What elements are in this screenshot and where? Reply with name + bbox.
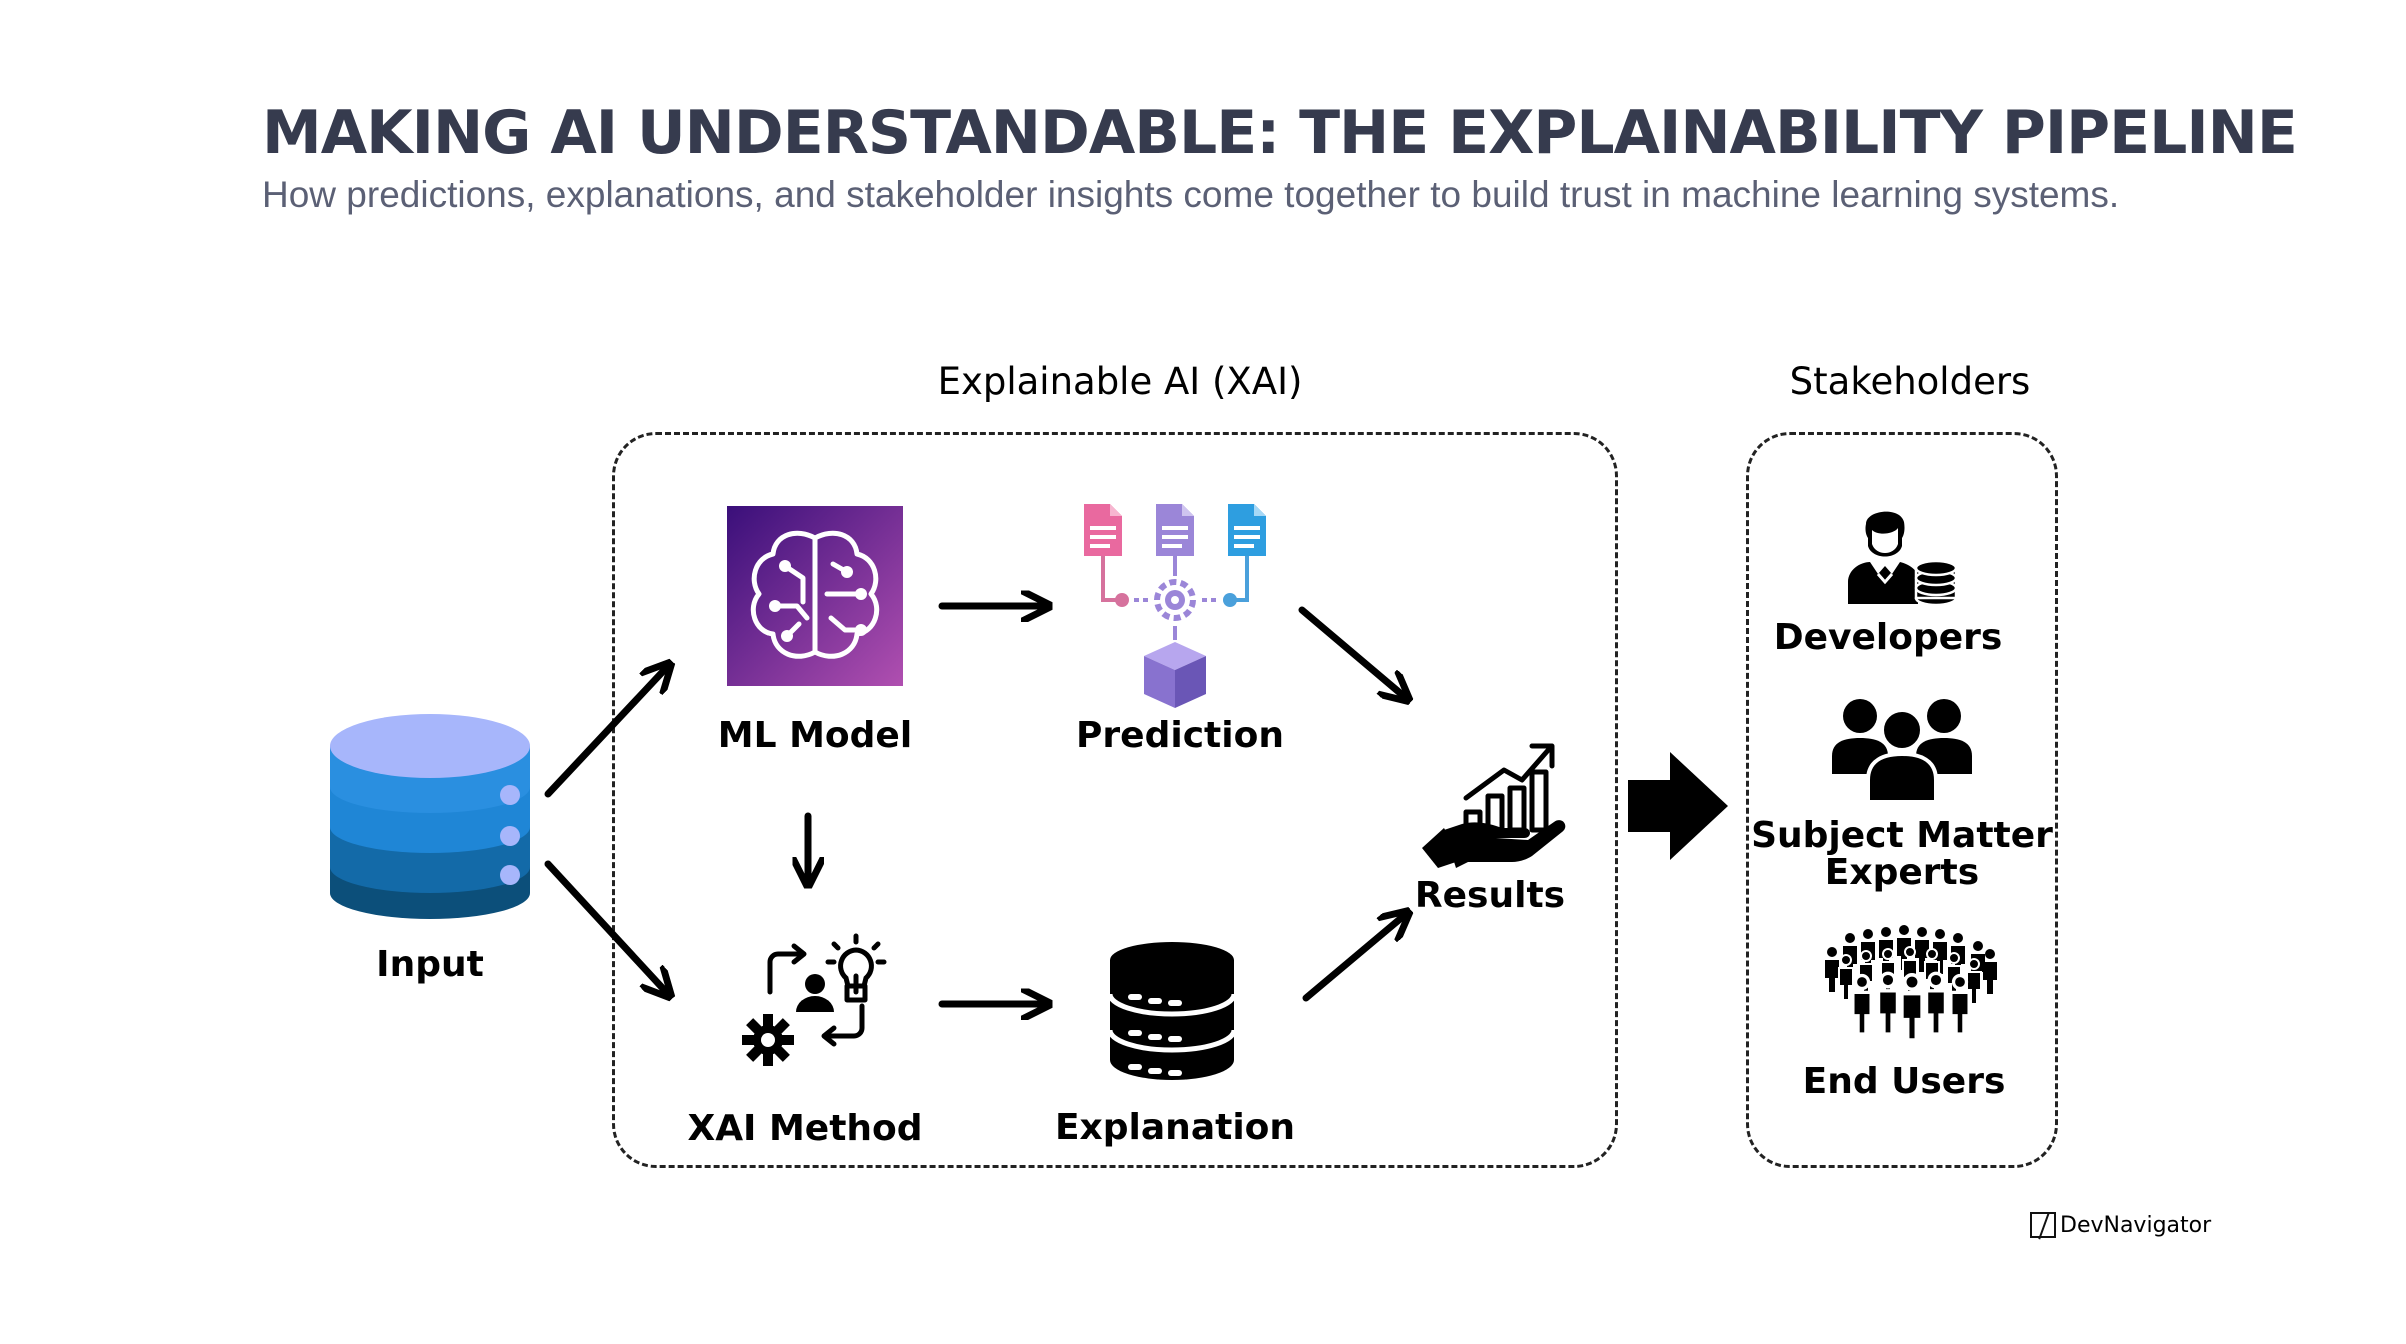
prediction-label: Prediction	[1076, 715, 1284, 756]
group-icon	[1832, 699, 1972, 804]
stakeholders-group-title: Stakeholders	[1789, 360, 2031, 403]
workflow-lightbulb-icon	[742, 933, 887, 1066]
big-arrow-to-stakeholders	[1628, 752, 1728, 860]
stakeholders-container	[1746, 432, 2058, 1168]
sme-label-line2: Experts	[1824, 852, 1980, 893]
server-stack-icon	[1107, 942, 1237, 1080]
documents-gear-icon	[1084, 504, 1266, 708]
brand-name: DevNavigator	[2060, 1212, 2212, 1238]
end-users-label: End Users	[1802, 1061, 2006, 1102]
xai-method-label: XAI Method	[687, 1108, 923, 1149]
ml-model-label: ML Model	[717, 715, 913, 756]
developer-database-icon	[1848, 511, 1958, 607]
developers-label: Developers	[1773, 617, 2003, 658]
explanation-label: Explanation	[1054, 1107, 1296, 1148]
xai-group-title: Explainable AI (XAI)	[937, 360, 1303, 403]
database-icon	[330, 714, 530, 919]
arrow-input-to-model	[544, 666, 668, 798]
sme-label: Subject Matter Experts	[1702, 817, 2102, 891]
brand-logo: DevNavigator	[2030, 1212, 2211, 1238]
arrow-prediction-to-results	[1298, 606, 1406, 698]
input-label: Input	[376, 944, 484, 985]
sme-label-line1: Subject Matter	[1751, 815, 2053, 856]
brand-mark-icon	[2030, 1212, 2056, 1238]
hand-growth-chart-icon	[1422, 743, 1566, 868]
arrow-input-to-xai	[544, 860, 668, 994]
brain-circuit-icon	[727, 506, 903, 686]
page-subtitle: How predictions, explanations, and stake…	[262, 174, 2120, 215]
xai-container	[612, 432, 1618, 1168]
page-title: MAKING AI UNDERSTANDABLE: THE EXPLAINABI…	[262, 98, 2298, 168]
results-label: Results	[1414, 875, 1566, 916]
crowd-icon	[1825, 925, 1997, 1042]
arrow-explanation-to-results	[1302, 914, 1406, 1002]
